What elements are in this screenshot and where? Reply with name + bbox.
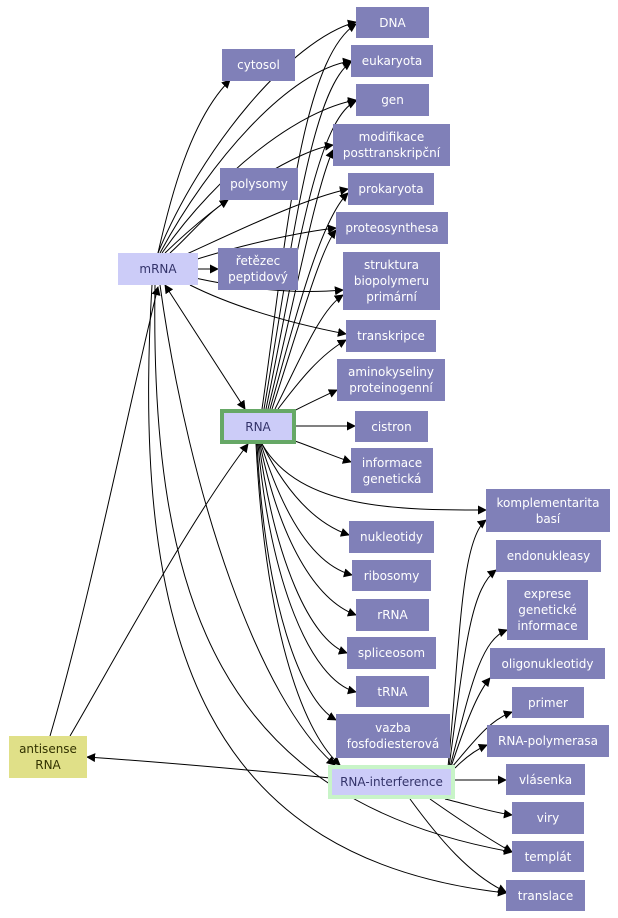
edge-mrna-gen xyxy=(161,97,357,254)
node-eukaryota[interactable]: eukaryota xyxy=(351,45,433,77)
edge-rna-rnai xyxy=(255,443,341,766)
edge-rna-struktura xyxy=(274,294,344,410)
node-retezec-peptidovy[interactable]: řetězec peptidový xyxy=(218,248,298,290)
node-cistron[interactable]: cistron xyxy=(355,411,428,442)
node-spliceosom[interactable]: spliceosom xyxy=(347,637,436,669)
edge-mrna-rna xyxy=(164,284,246,410)
edge-rna-aminokyseliny xyxy=(289,389,338,414)
edge-rna-modifikace xyxy=(267,149,334,410)
edge-mrna-prokaryota xyxy=(177,186,349,259)
node-cytosol[interactable]: cytosol xyxy=(222,49,295,81)
edge-mrna-transkripce xyxy=(189,284,347,337)
edge-rnai-komplementarita xyxy=(447,519,487,768)
edge-rna-prokaryota xyxy=(269,192,349,410)
node-viry[interactable]: viry xyxy=(512,802,584,834)
node-exprese-geneticke-informace[interactable]: exprese genetické informace xyxy=(507,580,588,640)
node-mrna[interactable]: mRNA xyxy=(118,253,198,285)
edge-mrna-templat xyxy=(154,284,513,856)
node-primer[interactable]: primer xyxy=(512,687,584,718)
node-modifikace-posttranskripcni[interactable]: modifikace posttranskripční xyxy=(333,124,450,166)
node-gen[interactable]: gen xyxy=(356,84,429,116)
edge-rna-transkripce xyxy=(277,339,347,410)
edge-rna-nukleotidy xyxy=(261,443,350,537)
edge-mrna-translace xyxy=(148,284,507,897)
edge-rna-proteosynthesa xyxy=(271,229,337,410)
edge-antisense-mrna xyxy=(49,286,161,737)
edge-mrna-rnai xyxy=(159,284,336,766)
edge-rna-rrna xyxy=(259,443,357,617)
node-rna-polymerasa[interactable]: RNA-polymerasa xyxy=(487,725,609,757)
node-rna[interactable]: RNA xyxy=(220,409,296,444)
node-templat[interactable]: templát xyxy=(512,841,584,872)
node-prokaryota[interactable]: prokaryota xyxy=(348,173,434,205)
edge-mrna-eukaryota xyxy=(159,57,352,254)
edge-mrna-dna xyxy=(157,19,357,254)
edge-mrna-proteosynthesa xyxy=(187,224,337,263)
edge-rna-gen xyxy=(265,100,357,410)
node-antisense-rna[interactable]: antisense RNA xyxy=(9,736,87,778)
edge-rna-spliceosom xyxy=(258,443,348,655)
node-struktura-biopolymeru-primarni[interactable]: struktura biopolymeru primární xyxy=(343,252,440,310)
edge-antisense-rna xyxy=(69,443,249,737)
edge-rnai-translace xyxy=(409,798,507,893)
edge-mrna-polysomy xyxy=(169,199,229,254)
node-polysomy[interactable]: polysomy xyxy=(220,168,298,200)
edge-rnai-primer xyxy=(451,710,513,768)
node-rna-interference[interactable]: RNA-interference xyxy=(328,765,455,799)
node-vazba-fosfodiesterova[interactable]: vazba fosfodiesterová xyxy=(336,714,450,758)
edge-rnai-templat xyxy=(429,798,513,853)
edge-rnai-oligonukleotidy xyxy=(450,677,491,768)
node-trna[interactable]: tRNA xyxy=(356,676,429,707)
edge-rnai-antisense xyxy=(86,753,331,779)
node-vlasenka[interactable]: vlásenka xyxy=(506,764,585,795)
edge-mrna-cytosol xyxy=(157,79,231,254)
node-komplementarita-basi[interactable]: komplementarita basí xyxy=(486,489,610,532)
edge-rna-ribosomy xyxy=(260,443,353,578)
node-nukleotidy[interactable]: nukleotidy xyxy=(349,521,434,553)
edge-rnai-endonukleasy xyxy=(448,569,497,768)
node-ribosomy[interactable]: ribosomy xyxy=(352,560,431,591)
edge-rna-informace xyxy=(291,439,352,464)
edge-rna-eukaryota xyxy=(263,61,352,410)
node-informace-geneticka[interactable]: informace genetická xyxy=(351,448,433,493)
node-dna[interactable]: DNA xyxy=(356,7,429,38)
node-transkripce[interactable]: transkripce xyxy=(346,320,436,352)
edge-rnai-viry xyxy=(444,798,513,819)
edge-rna-komplementarita xyxy=(261,443,487,515)
node-aminokyseliny-proteinogenni[interactable]: aminokyseliny proteinogenní xyxy=(337,359,445,401)
edge-rna-trna xyxy=(257,443,357,695)
node-proteosynthesa[interactable]: proteosynthesa xyxy=(336,212,448,244)
node-translace[interactable]: translace xyxy=(506,880,585,911)
edge-rnai-exprese xyxy=(449,628,508,768)
edge-rnai-rnapolymerasa xyxy=(454,743,488,769)
node-endonukleasy[interactable]: endonukleasy xyxy=(496,540,601,572)
edge-rna-vazba xyxy=(256,443,337,721)
node-rrna[interactable]: rRNA xyxy=(356,599,429,631)
node-oligonukleotidy[interactable]: oligonukleotidy xyxy=(490,648,605,679)
